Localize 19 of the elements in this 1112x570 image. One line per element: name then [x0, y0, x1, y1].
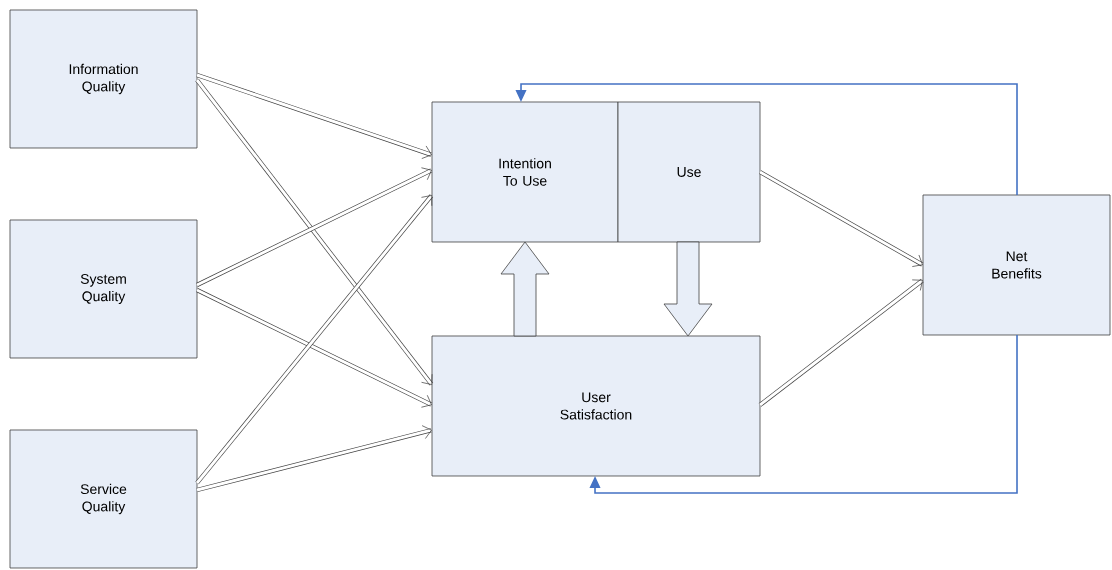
feedback-arrow [589, 334, 1018, 494]
hollow-arrow [195, 78, 434, 386]
process-box: Service Quality [9, 429, 198, 569]
hollow-arrow [196, 425, 432, 493]
process-box: User Satisfaction [431, 335, 761, 477]
process-box: Net Benefits [922, 194, 1111, 336]
feedback-arrow [515, 83, 1018, 196]
hollow-arrow [196, 167, 433, 287]
process-box: System Quality [9, 219, 198, 359]
hollow-arrow [195, 194, 434, 485]
hollow-arrow [758, 278, 924, 407]
hollow-arrow [758, 170, 924, 267]
process-box: Use [617, 101, 761, 243]
block-arrow [663, 241, 713, 337]
hollow-arrow [196, 72, 432, 159]
process-box: Information Quality [9, 9, 198, 149]
process-box: Intention To Use [431, 101, 619, 243]
hollow-arrow [196, 288, 433, 408]
block-arrow [500, 241, 550, 337]
